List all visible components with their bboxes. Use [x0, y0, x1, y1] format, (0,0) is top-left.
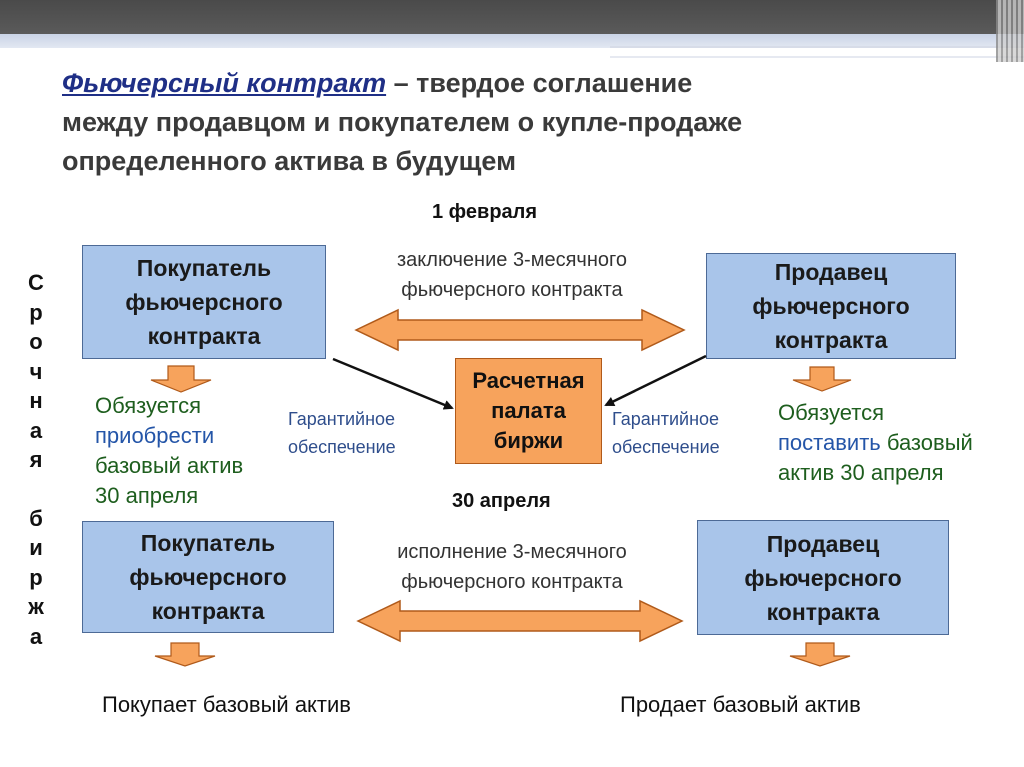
- seller-box-top: Продавец фьючерсного контракта: [706, 253, 956, 359]
- guarantee-right: Гарантийное обеспечение: [612, 405, 720, 461]
- side-letter: р: [29, 564, 43, 590]
- seller-box-bottom: Продавец фьючерсного контракта: [697, 520, 949, 635]
- seller-obligation-note: Обязуется поставить базовый актив 30 апр…: [778, 398, 973, 488]
- date-top: 1 февраля: [432, 201, 538, 223]
- seller-bottom-line1: Продавец: [766, 530, 880, 557]
- seller-bottom-line3: контракта: [766, 598, 880, 625]
- top-arrow-label: заключение 3-месячного фьючерсного контр…: [352, 245, 672, 305]
- down-arrow-buyer-bottom: [154, 642, 216, 667]
- seller-top-line2: фьючерсного: [752, 293, 910, 319]
- title-line2: между продавцом и покупателем о купле-пр…: [62, 107, 743, 137]
- buyer-bottom-line1: Покупатель: [140, 530, 276, 556]
- buyer-note-line2: приобрести: [95, 423, 215, 448]
- header-stripes: [996, 0, 1024, 62]
- top-double-arrow: [354, 308, 686, 352]
- title-term: Фьючерсный контракт: [62, 68, 387, 98]
- seller-note-line1: Обязуется: [778, 400, 884, 425]
- clearing-line1: Расчетная: [472, 368, 585, 393]
- side-letter: С: [28, 270, 44, 295]
- title-line1-rest: – твердое соглашение: [386, 68, 693, 98]
- side-letter: н: [29, 388, 43, 413]
- buyer-note-line4: 30 апреля: [95, 483, 199, 508]
- buyer-note-line3: базовый актив: [95, 453, 244, 478]
- buyer-top-line1: Покупатель: [136, 255, 272, 281]
- title-line3: определенного актива в будущем: [62, 146, 517, 176]
- side-letter: р: [29, 299, 43, 325]
- side-label-exchange: С р о ч н а я б и р ж а: [25, 268, 47, 651]
- side-letter: а: [29, 623, 43, 649]
- seller-note-line2b: базовый: [880, 430, 973, 455]
- side-letter: ж: [28, 594, 44, 619]
- side-letter: и: [29, 535, 43, 560]
- guarantee-right-arrow: [604, 354, 707, 407]
- bottom-arrow-label: исполнение 3-месячного фьючерсного контр…: [352, 537, 672, 597]
- date-bottom: 30 апреля: [452, 490, 551, 512]
- buyer-note-line1: Обязуется: [95, 393, 201, 418]
- clearing-line2: палата: [491, 398, 566, 423]
- buyer-obligation-note: Обязуется приобрести базовый актив 30 ап…: [95, 391, 243, 511]
- clearing-house-box: Расчетная палата биржи: [455, 358, 602, 464]
- guarantee-right-line1: Гарантийное: [612, 409, 720, 429]
- buyer-bottom-line3: контракта: [151, 598, 265, 624]
- side-letter: б: [29, 505, 43, 531]
- seller-result: Продает базовый актив: [620, 692, 861, 717]
- down-arrow-buyer-top: [150, 365, 212, 393]
- header-accent-line-2: [610, 56, 1024, 58]
- buyer-top-line3: контракта: [147, 323, 261, 349]
- buyer-bottom-line2: фьючерсного: [129, 564, 287, 590]
- buyer-top-line2: фьючерсного: [125, 289, 283, 315]
- seller-top-line1: Продавец: [774, 259, 888, 285]
- guarantee-left-arrow: [332, 357, 454, 410]
- side-letter: ч: [29, 358, 43, 384]
- guarantee-left-line2: обеспечение: [288, 437, 396, 457]
- bottom-double-arrow: [356, 599, 684, 643]
- header-accent-band: [0, 34, 1024, 48]
- top-arrow-label-line2: фьючерсного контракта: [401, 279, 623, 301]
- guarantee-right-line2: обеспечение: [612, 437, 720, 457]
- side-letter: я: [29, 447, 43, 472]
- header-accent-line: [610, 46, 1024, 48]
- buyer-result: Покупает базовый актив: [102, 692, 351, 717]
- buyer-box-bottom: Покупатель фьючерсного контракта: [82, 521, 334, 633]
- side-letter: о: [29, 329, 43, 354]
- seller-note-line3: актив 30 апреля: [778, 460, 944, 485]
- guarantee-left: Гарантийное обеспечение: [288, 405, 396, 461]
- down-arrow-seller-bottom: [789, 642, 851, 667]
- seller-bottom-line2: фьючерсного: [744, 564, 902, 591]
- header-bar: [0, 0, 1024, 34]
- seller-note-line2a: поставить: [778, 430, 881, 455]
- buyer-box-top: Покупатель фьючерсного контракта: [82, 245, 326, 359]
- clearing-line3: биржи: [493, 428, 564, 453]
- guarantee-left-line1: Гарантийное: [288, 409, 396, 429]
- bottom-arrow-label-line2: фьючерсного контракта: [401, 571, 623, 593]
- bottom-arrow-label-line1: исполнение 3-месячного: [397, 541, 627, 563]
- seller-top-line3: контракта: [774, 327, 888, 353]
- slide-title: Фьючерсный контракт – твердое соглашение…: [62, 64, 942, 181]
- side-letter: а: [29, 417, 43, 443]
- top-arrow-label-line1: заключение 3-месячного: [397, 249, 627, 271]
- down-arrow-seller-top: [792, 366, 852, 392]
